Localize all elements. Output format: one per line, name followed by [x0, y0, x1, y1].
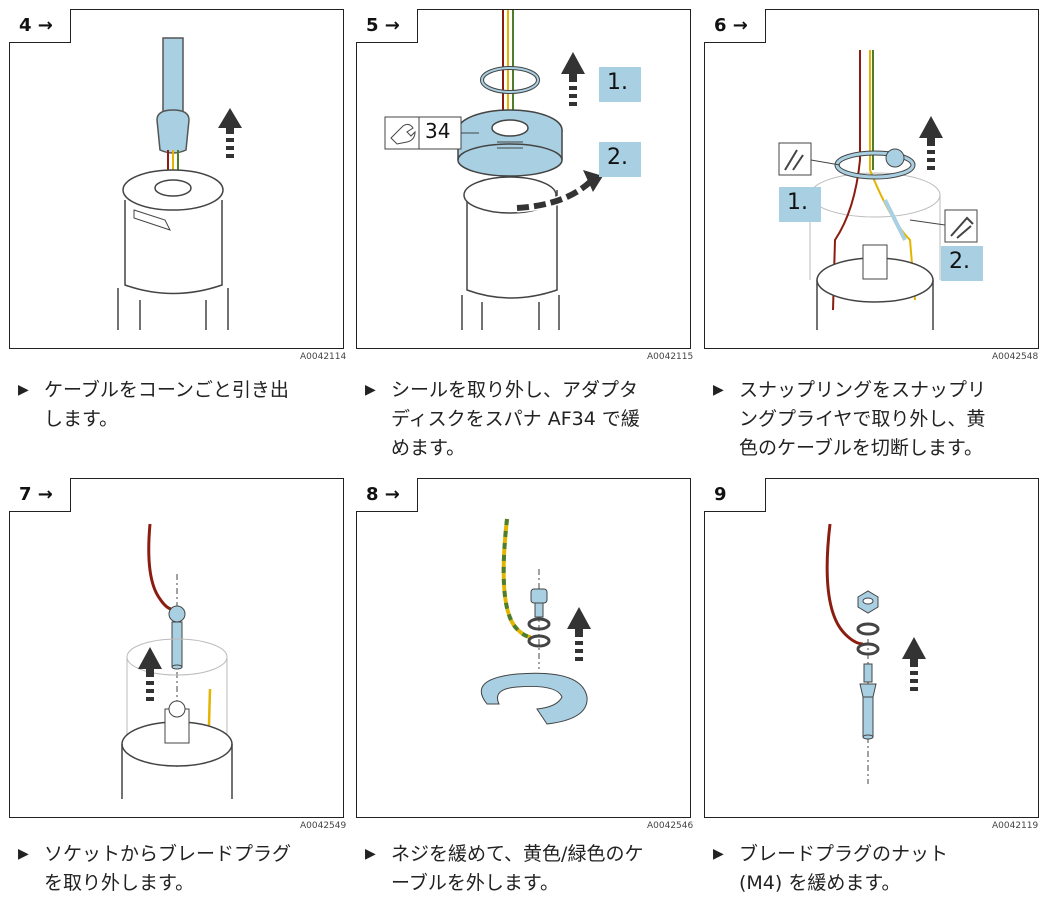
wrench-size-label: 34: [425, 119, 451, 143]
step-9-illustration: [825, 523, 926, 784]
step-8-line-2: ーブルを外します。: [391, 872, 559, 894]
step-6-illustration: [778, 50, 983, 330]
step-7-tab: 7 →: [9, 478, 71, 512]
step-4-line-2: します。: [44, 408, 119, 430]
step-9-code: A0042119: [992, 821, 1039, 831]
step-8-code: A0042546: [647, 821, 694, 831]
step-4-panel: 4 →: [9, 9, 344, 349]
step-5-tab: 5 →: [356, 9, 418, 43]
step-5-badge-1: 1.: [607, 70, 628, 95]
step-7-illustration: [121, 523, 233, 799]
step-4-tab: 4 →: [9, 9, 71, 43]
step-4-line-1: ケーブルをコーンごと引き出: [44, 379, 289, 401]
step-4-label: 4 →: [19, 15, 53, 36]
step-6-panel: 6 → 1. 2.: [704, 9, 1039, 349]
step-9-panel: 9: [704, 478, 1039, 818]
step-7-code: A0042549: [300, 821, 347, 831]
step-8-illustration: [480, 518, 591, 725]
step-5-line-1: シールを取り外し、アダプタ: [391, 379, 639, 401]
bullet-icon: ▶: [713, 382, 724, 398]
step-6-badge-2: 2.: [949, 249, 970, 274]
step-6-label: 6 →: [714, 15, 748, 36]
step-7-line-1: ソケットからブレードプラグ: [44, 843, 292, 865]
step-7-panel: 7 →: [9, 478, 344, 818]
bullet-icon: ▶: [18, 382, 29, 398]
step-7-line-2: を取り外します。: [44, 872, 195, 894]
step-8-line-1: ネジを緩めて、黄色/緑色のケ: [391, 843, 644, 865]
bullet-icon: ▶: [365, 846, 376, 862]
step-6-badge-1: 1.: [787, 190, 808, 215]
step-6-line-3: 色のケーブルを切断します。: [739, 437, 983, 459]
bullet-icon: ▶: [365, 382, 376, 398]
step-6-line-1: スナップリングをスナップリ: [739, 379, 987, 401]
step-5-code: A0042115: [647, 352, 694, 362]
step-5-line-3: めます。: [391, 437, 466, 459]
step-8-tab: 8 →: [356, 478, 418, 512]
step-9-tab: 9: [704, 478, 766, 512]
step-5-label: 5 →: [366, 15, 400, 36]
step-9-line-1: ブレードプラグのナット: [739, 843, 949, 865]
bullet-icon: ▶: [18, 846, 29, 862]
step-4-code: A0042114: [300, 352, 347, 362]
step-5-line-2: ディスクをスパナ AF34 で緩: [391, 408, 640, 430]
step-6-code: A0042548: [992, 352, 1039, 362]
step-4-illustration: [117, 37, 242, 330]
bullet-icon: ▶: [713, 846, 724, 862]
step-8-panel: 8 →: [356, 478, 691, 818]
step-5-badge-2: 2.: [607, 145, 628, 170]
step-7-label: 7 →: [19, 484, 53, 505]
step-9-label: 9: [714, 484, 727, 505]
step-5-illustration: [384, 10, 641, 330]
step-8-label: 8 →: [366, 484, 400, 505]
step-6-tab: 6 →: [704, 9, 766, 43]
step-6-line-2: ングプライヤで取り外し、黄: [739, 408, 986, 430]
step-5-panel: 5 → 1. 2. 34: [356, 9, 691, 349]
step-9-line-2: (M4) を緩めます。: [739, 872, 901, 894]
